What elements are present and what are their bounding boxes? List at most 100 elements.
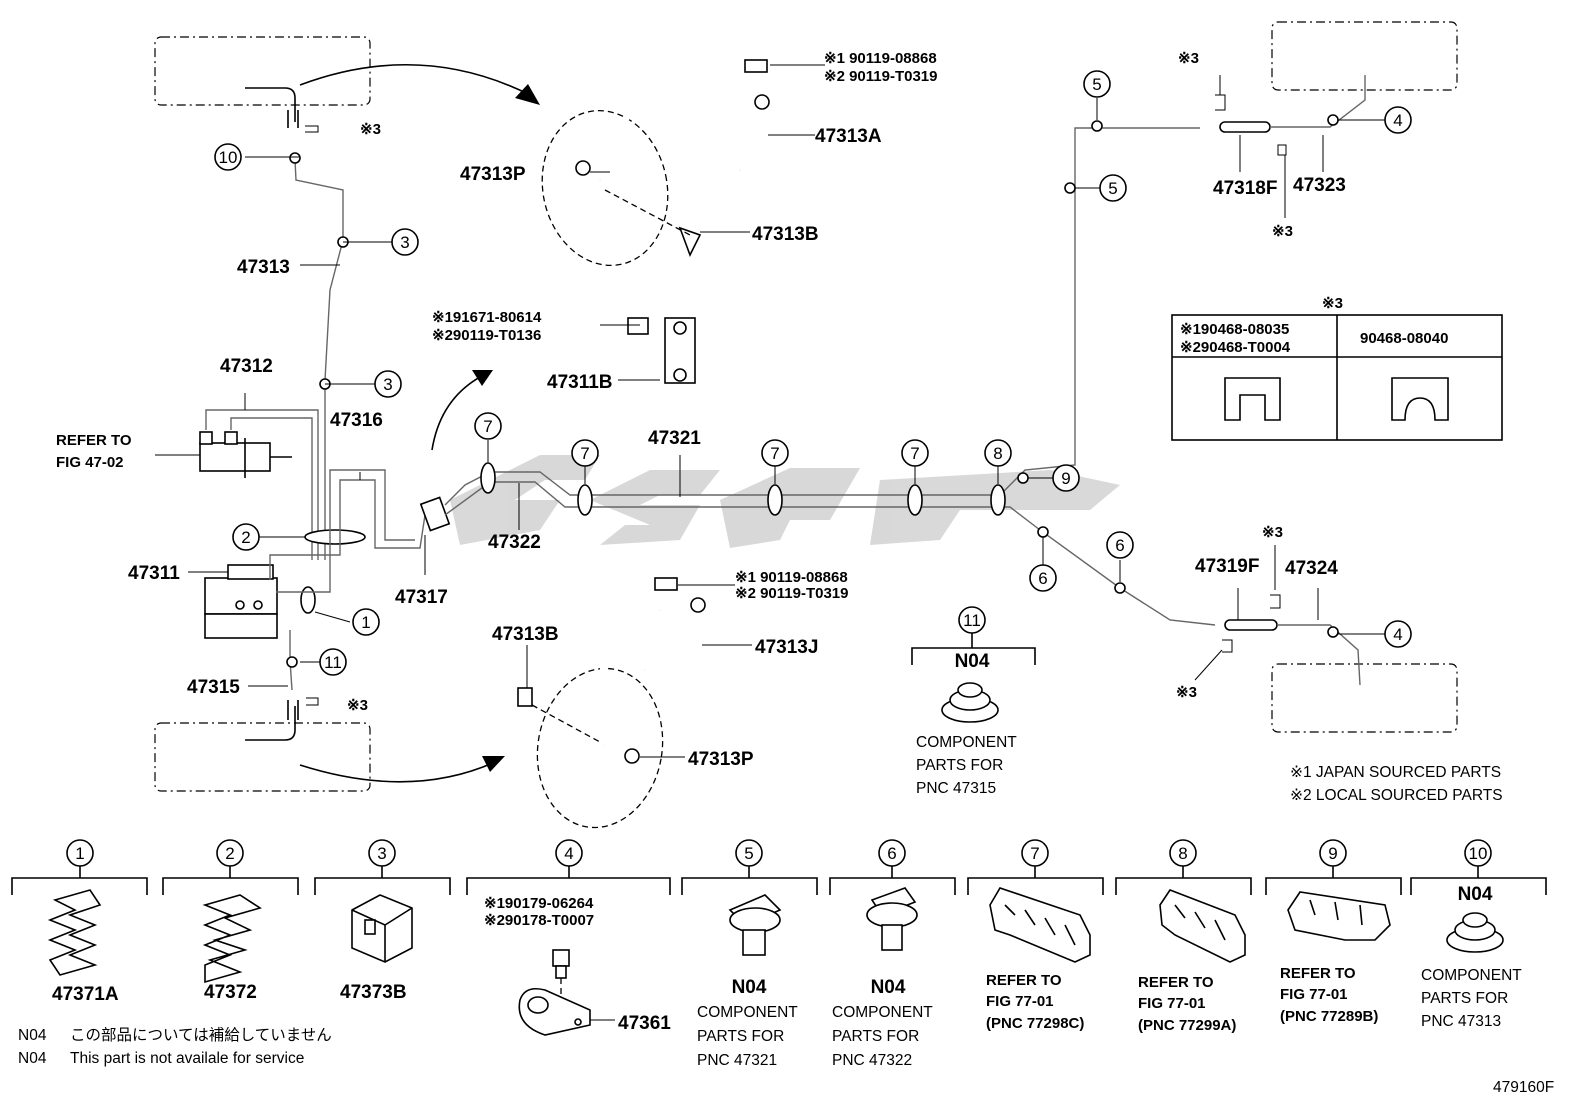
callout-4a: 4: [1384, 106, 1412, 134]
bottom-label-47373B: 47373B: [340, 982, 407, 1003]
label-47321: 47321: [648, 428, 701, 449]
svg-text:7: 7: [770, 444, 779, 463]
refer-fig-line2: FIG 47-02: [56, 454, 124, 471]
svg-text:N04: N04: [1458, 884, 1493, 905]
callout-5b: 5: [1099, 174, 1127, 202]
callout-7c: 7: [761, 439, 789, 467]
svg-text:COMPONENT: COMPONENT: [832, 1004, 933, 1021]
legend: ※1 JAPAN SOURCED PARTS ※2 LOCAL SOURCED …: [1290, 764, 1503, 804]
clamp-8-drawing: [1159, 889, 1246, 963]
svg-text:4: 4: [1393, 111, 1402, 130]
label-47313: 47313: [237, 257, 290, 278]
arrows: [299, 63, 540, 783]
callout-7d: 7: [901, 439, 929, 467]
callout-6a: 6: [1029, 564, 1057, 592]
label-47317: 47317: [395, 587, 448, 608]
svg-text:PNC 47321: PNC 47321: [697, 1052, 777, 1069]
svg-text:REFER TO: REFER TO: [1138, 974, 1214, 991]
clip-table: [1171, 314, 1503, 441]
callout-11a: 11: [319, 648, 347, 676]
svg-text:COMPONENT: COMPONENT: [916, 734, 1017, 751]
clip-5-drawing: [728, 894, 782, 956]
svg-text:N04: N04: [18, 1027, 47, 1044]
svg-text:※290468-T0004: ※290468-T0004: [1180, 339, 1291, 356]
svg-text:※3: ※3: [1322, 295, 1343, 312]
svg-text:This part is not availale for: This part is not availale for service: [70, 1050, 304, 1067]
svg-text:※2 LOCAL SOURCED PARTS: ※2 LOCAL SOURCED PARTS: [1290, 787, 1503, 804]
upper-right-caliper-area: [1271, 21, 1458, 91]
clamp-7-drawing: [989, 887, 1091, 963]
lower-right-caliper-area: [1271, 663, 1458, 733]
label-47311: 47311: [128, 563, 180, 584]
svg-text:N04: N04: [732, 977, 767, 998]
svg-text:9: 9: [1328, 844, 1337, 863]
svg-text:FIG 77-01: FIG 77-01: [986, 993, 1054, 1010]
svg-text:3: 3: [383, 375, 392, 394]
svg-text:REFER TO: REFER TO: [1280, 965, 1356, 982]
svg-text:※3: ※3: [347, 697, 368, 714]
label-47313P-bottom: 47313P: [688, 749, 754, 770]
svg-text:※1 JAPAN SOURCED PARTS: ※1 JAPAN SOURCED PARTS: [1290, 764, 1501, 781]
upper-left-caliper-area: [154, 36, 371, 106]
callout-2: 2: [232, 523, 260, 551]
svg-text:5: 5: [744, 844, 753, 863]
callout-5a: 5: [1083, 70, 1111, 98]
svg-text:PNC 47315: PNC 47315: [916, 780, 996, 797]
svg-text:N04: N04: [18, 1050, 47, 1067]
svg-text:PNC 47322: PNC 47322: [832, 1052, 912, 1069]
callout-8: 8: [984, 439, 1012, 467]
svg-text:1: 1: [75, 844, 84, 863]
diagram-callouts: 10 3 3 2 1 11 7 7 7 7 8 9 6 6 5 5 4 4 11: [214, 70, 1412, 676]
grommet-n04: [911, 630, 1036, 723]
svg-text:11: 11: [324, 653, 342, 672]
flex-hose-47313J: [517, 577, 706, 764]
lower-hose-detail-outline: [536, 667, 664, 829]
bottom-callout-2: 2: [216, 839, 244, 867]
label-47313B-bottom: 47313B: [492, 624, 559, 645]
label-47322: 47322: [488, 532, 541, 553]
svg-text:N04: N04: [871, 977, 906, 998]
svg-text:COMPONENT: COMPONENT: [697, 1004, 798, 1021]
svg-text:8: 8: [1178, 844, 1187, 863]
drawing-id: 479160F: [1493, 1079, 1554, 1096]
callout-7a: 7: [474, 412, 502, 440]
svg-text:3: 3: [377, 844, 386, 863]
clip-6-drawing: [866, 887, 918, 951]
svg-text:6: 6: [1115, 536, 1124, 555]
callout-11b: 11: [958, 606, 986, 634]
svg-text:※290178-T0007: ※290178-T0007: [484, 912, 594, 929]
svg-text:FIG 77-01: FIG 77-01: [1280, 986, 1348, 1003]
callout-7b: 7: [571, 439, 599, 467]
svg-text:2: 2: [225, 844, 234, 863]
svg-text:※191671-80614: ※191671-80614: [432, 309, 542, 326]
svg-text:※2 90119-T0319: ※2 90119-T0319: [735, 585, 849, 602]
svg-text:PARTS FOR: PARTS FOR: [697, 1028, 784, 1045]
bottom-callout-10: 10: [1464, 839, 1492, 867]
bottom-callout-5: 5: [735, 839, 763, 867]
label-47324: 47324: [1285, 558, 1338, 579]
svg-text:3: 3: [400, 233, 409, 252]
svg-text:FIG 77-01: FIG 77-01: [1138, 995, 1206, 1012]
bottom-callout-4: 4: [555, 839, 583, 867]
bottom-callout-7: 7: [1021, 839, 1049, 867]
clip-47371A-drawing: [47, 889, 102, 976]
bottom-label-47371A: 47371A: [52, 984, 119, 1005]
svg-text:7: 7: [1030, 844, 1039, 863]
svg-text:この部品については補給していません: この部品については補給していません: [70, 1026, 332, 1044]
callout-6b: 6: [1106, 531, 1134, 559]
svg-text:※2 90119-T0319: ※2 90119-T0319: [824, 68, 938, 85]
bottom-callout-3: 3: [368, 839, 396, 867]
svg-text:2: 2: [241, 528, 250, 547]
svg-text:(PNC 77289B): (PNC 77289B): [1280, 1008, 1378, 1025]
label-47313B-top: 47313B: [752, 224, 819, 245]
clip-47372-drawing: [202, 894, 262, 984]
svg-text:N04: N04: [955, 651, 990, 672]
callout-3b: 3: [374, 370, 402, 398]
svg-text:(PNC 77299A): (PNC 77299A): [1138, 1017, 1236, 1034]
label-47313J: 47313J: [755, 637, 818, 658]
bottom-parts-row: 1 2 3 4 5 6 7 8 9 10: [11, 839, 1547, 1069]
label-47313P-top: 47313P: [460, 164, 526, 185]
callout-9: 9: [1052, 464, 1080, 492]
bottom-callout-8: 8: [1169, 839, 1197, 867]
